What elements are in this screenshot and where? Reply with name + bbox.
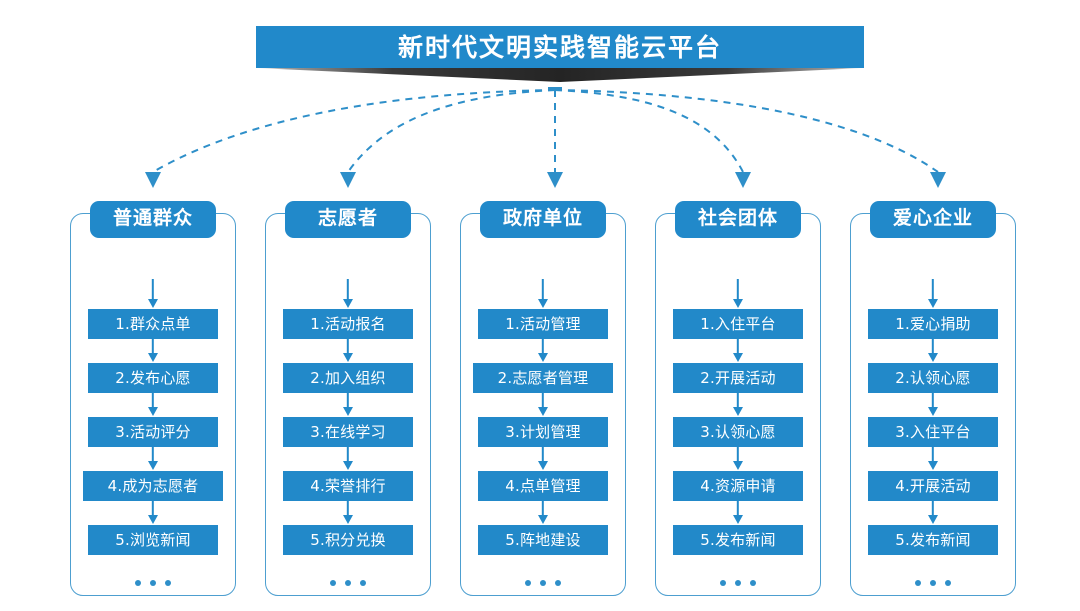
list-item[interactable]: 2.志愿者管理 [473, 363, 613, 393]
ellipsis-dot [330, 580, 336, 586]
list-item[interactable]: 3.计划管理 [478, 417, 608, 447]
column-body: 1.群众点单 2.发布心愿 3.活动评分 4.成为志愿者 5.浏览新闻 [70, 279, 236, 586]
list-item[interactable]: 3.认领心愿 [673, 417, 803, 447]
column-body: 1.入住平台 2.开展活动 3.认领心愿 4.资源申请 5.发布新闻 [655, 279, 821, 586]
down-arrow-icon [341, 393, 355, 417]
list-item[interactable]: 5.积分兑换 [283, 525, 413, 555]
down-arrow-icon [731, 501, 745, 525]
column-header-volunteer[interactable]: 志愿者 [285, 201, 411, 238]
down-arrow-icon [731, 339, 745, 363]
ellipsis-dot [555, 580, 561, 586]
down-arrow-icon [731, 279, 745, 309]
list-item[interactable]: 1.爱心捐助 [868, 309, 998, 339]
down-arrow-icon [146, 501, 160, 525]
down-arrow-icon [536, 393, 550, 417]
list-item[interactable]: 2.认领心愿 [868, 363, 998, 393]
ellipsis-dot [165, 580, 171, 586]
ellipsis-dot [150, 580, 156, 586]
list-item[interactable]: 5.发布新闻 [868, 525, 998, 555]
ellipsis-more-icon [720, 580, 756, 586]
column-body: 1.活动报名 2.加入组织 3.在线学习 4.荣誉排行 5.积分兑换 [265, 279, 431, 586]
down-arrow-icon [536, 447, 550, 471]
column-social-group: 社会团体 1.入住平台 2.开展活动 3.认领心愿 4.资源申请 5.发布新闻 [655, 201, 821, 596]
ellipsis-dot [540, 580, 546, 586]
down-arrow-icon [536, 279, 550, 309]
down-arrow-icon [731, 393, 745, 417]
list-item[interactable]: 3.入住平台 [868, 417, 998, 447]
column-volunteer: 志愿者 1.活动报名 2.加入组织 3.在线学习 4.荣誉排行 5.积分兑换 [265, 201, 431, 596]
column-general-public: 普通群众 1.群众点单 2.发布心愿 3.活动评分 4.成为志愿者 5.浏览新闻 [70, 201, 236, 596]
column-header-social-group[interactable]: 社会团体 [675, 201, 801, 238]
down-arrow-icon [341, 339, 355, 363]
list-item[interactable]: 4.开展活动 [868, 471, 998, 501]
list-item[interactable]: 5.阵地建设 [478, 525, 608, 555]
column-header-charity-enterprise[interactable]: 爱心企业 [870, 201, 996, 238]
page-title: 新时代文明实践智能云平台 [397, 32, 722, 62]
ellipsis-more-icon [915, 580, 951, 586]
list-item[interactable]: 1.群众点单 [88, 309, 218, 339]
platform-title-bar: 新时代文明实践智能云平台 [256, 26, 864, 68]
list-item[interactable]: 4.点单管理 [478, 471, 608, 501]
list-item[interactable]: 4.成为志愿者 [83, 471, 223, 501]
down-arrow-icon [926, 501, 940, 525]
ellipsis-dot [525, 580, 531, 586]
column-header-general-public[interactable]: 普通群众 [90, 201, 216, 238]
ellipsis-dot [945, 580, 951, 586]
list-item[interactable]: 2.开展活动 [673, 363, 803, 393]
down-arrow-icon [146, 393, 160, 417]
list-item[interactable]: 4.荣誉排行 [283, 471, 413, 501]
ellipsis-dot [720, 580, 726, 586]
list-item[interactable]: 1.入住平台 [673, 309, 803, 339]
ellipsis-more-icon [330, 580, 366, 586]
column-body: 1.爱心捐助 2.认领心愿 3.入住平台 4.开展活动 5.发布新闻 [850, 279, 1016, 586]
ellipsis-dot [930, 580, 936, 586]
ellipsis-dot [135, 580, 141, 586]
ellipsis-dot [750, 580, 756, 586]
down-arrow-icon [146, 339, 160, 363]
list-item[interactable]: 5.发布新闻 [673, 525, 803, 555]
ellipsis-more-icon [135, 580, 171, 586]
down-arrow-icon [146, 447, 160, 471]
down-arrow-icon [926, 339, 940, 363]
down-arrow-icon [926, 447, 940, 471]
list-item[interactable]: 1.活动管理 [478, 309, 608, 339]
list-item[interactable]: 1.活动报名 [283, 309, 413, 339]
down-arrow-icon [341, 279, 355, 309]
list-item[interactable]: 2.加入组织 [283, 363, 413, 393]
ellipsis-dot [735, 580, 741, 586]
ellipsis-dot [915, 580, 921, 586]
ellipsis-dot [345, 580, 351, 586]
column-body: 1.活动管理 2.志愿者管理 3.计划管理 4.点单管理 5.阵地建设 [460, 279, 626, 586]
down-arrow-icon [926, 279, 940, 309]
down-arrow-icon [536, 501, 550, 525]
list-item[interactable]: 3.在线学习 [283, 417, 413, 447]
list-item[interactable]: 3.活动评分 [88, 417, 218, 447]
down-arrow-icon [731, 447, 745, 471]
list-item[interactable]: 4.资源申请 [673, 471, 803, 501]
down-arrow-icon [926, 393, 940, 417]
ellipsis-dot [360, 580, 366, 586]
down-arrow-icon [341, 447, 355, 471]
column-charity-enterprise: 爱心企业 1.爱心捐助 2.认领心愿 3.入住平台 4.开展活动 5.发布新闻 [850, 201, 1016, 596]
column-header-government-unit[interactable]: 政府单位 [480, 201, 606, 238]
list-item[interactable]: 5.浏览新闻 [88, 525, 218, 555]
down-arrow-icon [146, 279, 160, 309]
title-ribbon [256, 68, 864, 82]
down-arrow-icon [341, 501, 355, 525]
column-government-unit: 政府单位 1.活动管理 2.志愿者管理 3.计划管理 4.点单管理 5.阵地建设 [460, 201, 626, 596]
down-arrow-icon [536, 339, 550, 363]
ellipsis-more-icon [525, 580, 561, 586]
list-item[interactable]: 2.发布心愿 [88, 363, 218, 393]
